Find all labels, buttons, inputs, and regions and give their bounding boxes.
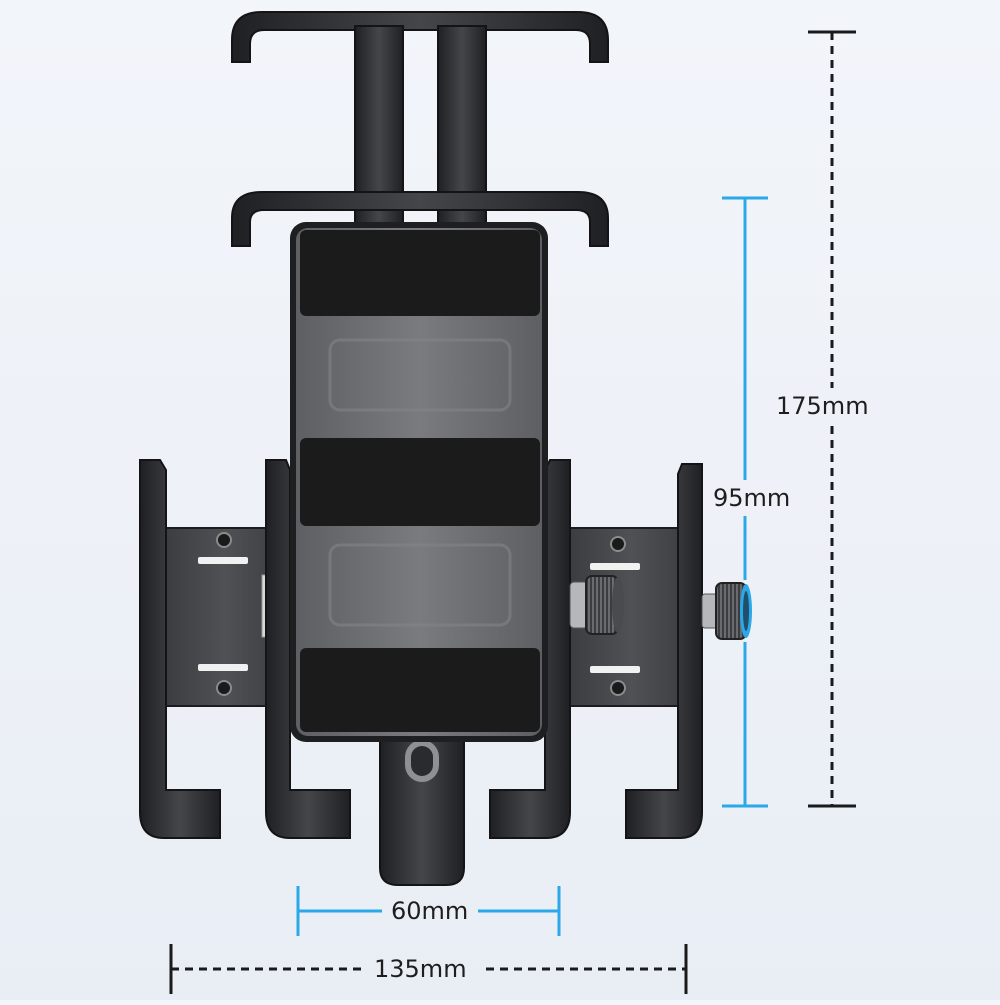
phone-height-label: 95mm — [713, 484, 791, 512]
mount-hole — [216, 680, 232, 696]
slot-marker — [198, 557, 248, 564]
mount-hole — [610, 536, 626, 552]
outer-right-arm — [625, 463, 703, 839]
mount-hole — [610, 680, 626, 696]
outer-left-arm — [139, 459, 221, 839]
mount-hole — [216, 532, 232, 548]
dimension-135-line — [169, 944, 688, 994]
total-width-label: 135mm — [374, 955, 467, 983]
grip-pad-top — [300, 230, 540, 316]
slot-marker — [590, 563, 640, 570]
slot-marker — [590, 666, 640, 673]
knurled-knob-icon — [701, 582, 752, 640]
top-clamp-bar — [231, 11, 609, 63]
knurled-knob-icon — [569, 575, 624, 635]
dimension-60-line — [296, 886, 561, 936]
inner-left-arm — [265, 459, 351, 839]
clamp-width-label: 60mm — [391, 897, 469, 925]
handlebar-clamp — [379, 734, 465, 886]
phone-plate — [290, 222, 548, 742]
dimension-95-line — [722, 196, 768, 808]
side-grip-arms — [139, 459, 703, 839]
slot-marker — [198, 664, 248, 671]
total-height-label: 175mm — [776, 392, 869, 420]
grip-pad-bottom — [300, 648, 540, 732]
grip-pad-middle — [300, 438, 540, 526]
inner-right-arm — [489, 459, 571, 839]
upper-clamp-bar — [231, 191, 609, 247]
dimension-175-line — [808, 30, 856, 808]
top-extension-arms — [231, 11, 609, 247]
